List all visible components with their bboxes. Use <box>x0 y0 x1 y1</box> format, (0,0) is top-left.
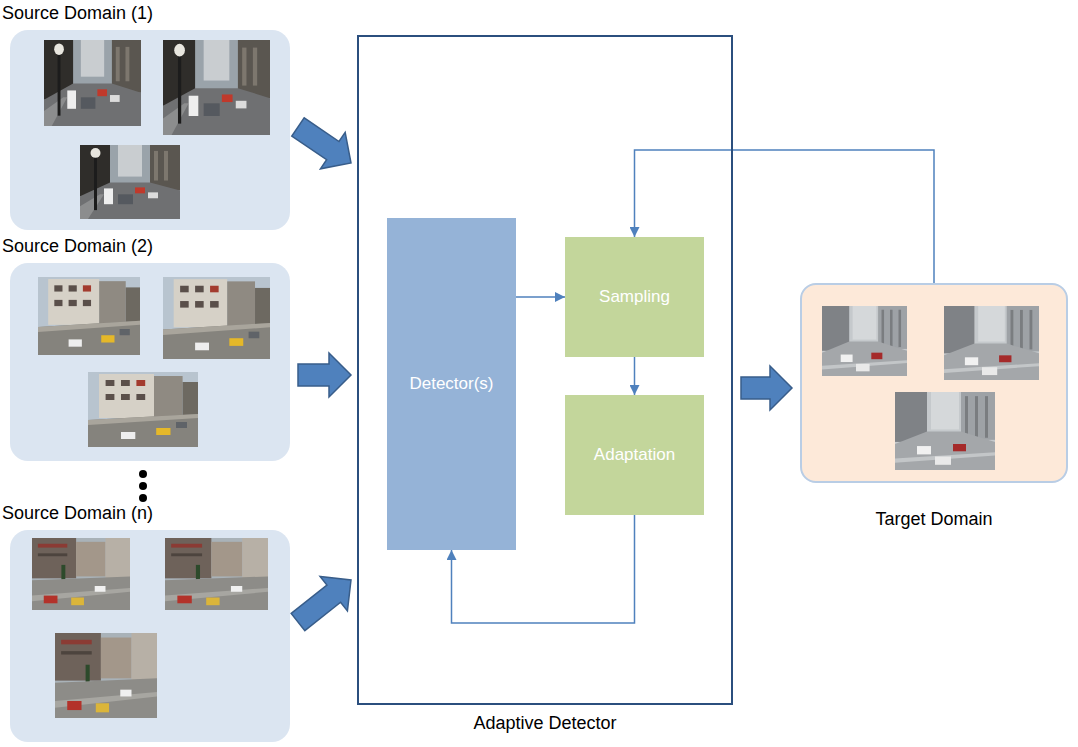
process-box: Adaptation <box>565 395 704 515</box>
street-photos <box>10 530 290 742</box>
flow-arrow <box>634 357 636 395</box>
domain-panel: Source Domain (2) <box>10 263 290 461</box>
street-photo <box>32 538 130 610</box>
block-arrow <box>291 576 351 630</box>
street-photo <box>88 372 198 447</box>
detector-frame: Adaptive DetectorDetector(s)SamplingAdap… <box>357 35 733 705</box>
panel-title: Source Domain (n) <box>2 503 282 524</box>
block-arrow <box>741 366 792 410</box>
ellipsis-dot <box>139 482 147 490</box>
domain-panel: Source Domain (n) <box>10 530 290 742</box>
target-panel: Target Domain <box>800 283 1068 483</box>
street-photo <box>80 145 180 219</box>
panel-title: Target Domain <box>802 509 1066 530</box>
box-label: Adaptation <box>594 445 675 465</box>
street-photos <box>10 30 290 230</box>
process-box: Sampling <box>565 237 704 357</box>
street-photo <box>165 538 268 610</box>
street-photo <box>38 277 140 355</box>
street-photos <box>10 263 290 461</box>
street-photo <box>163 40 270 135</box>
street-photo <box>822 306 907 376</box>
street-photo <box>944 306 1039 380</box>
flow-arrow <box>516 296 565 298</box>
block-arrow <box>292 118 351 169</box>
panel-title: Source Domain (2) <box>2 236 282 257</box>
ellipsis-dot <box>139 494 147 502</box>
street-photos <box>802 285 1070 485</box>
domain-panel: Source Domain (1) <box>10 30 290 230</box>
street-photo <box>895 392 995 470</box>
box-label: Detector(s) <box>409 374 493 394</box>
frame-title: Adaptive Detector <box>359 713 731 734</box>
ellipsis-dot <box>139 470 147 478</box>
street-photo <box>163 277 270 359</box>
street-photo <box>44 40 141 126</box>
detector-box: Detector(s) <box>387 218 516 550</box>
street-photo <box>55 633 157 718</box>
block-arrow <box>298 353 351 397</box>
vertical-ellipsis <box>139 470 147 502</box>
box-label: Sampling <box>599 287 670 307</box>
panel-title: Source Domain (1) <box>2 3 282 24</box>
